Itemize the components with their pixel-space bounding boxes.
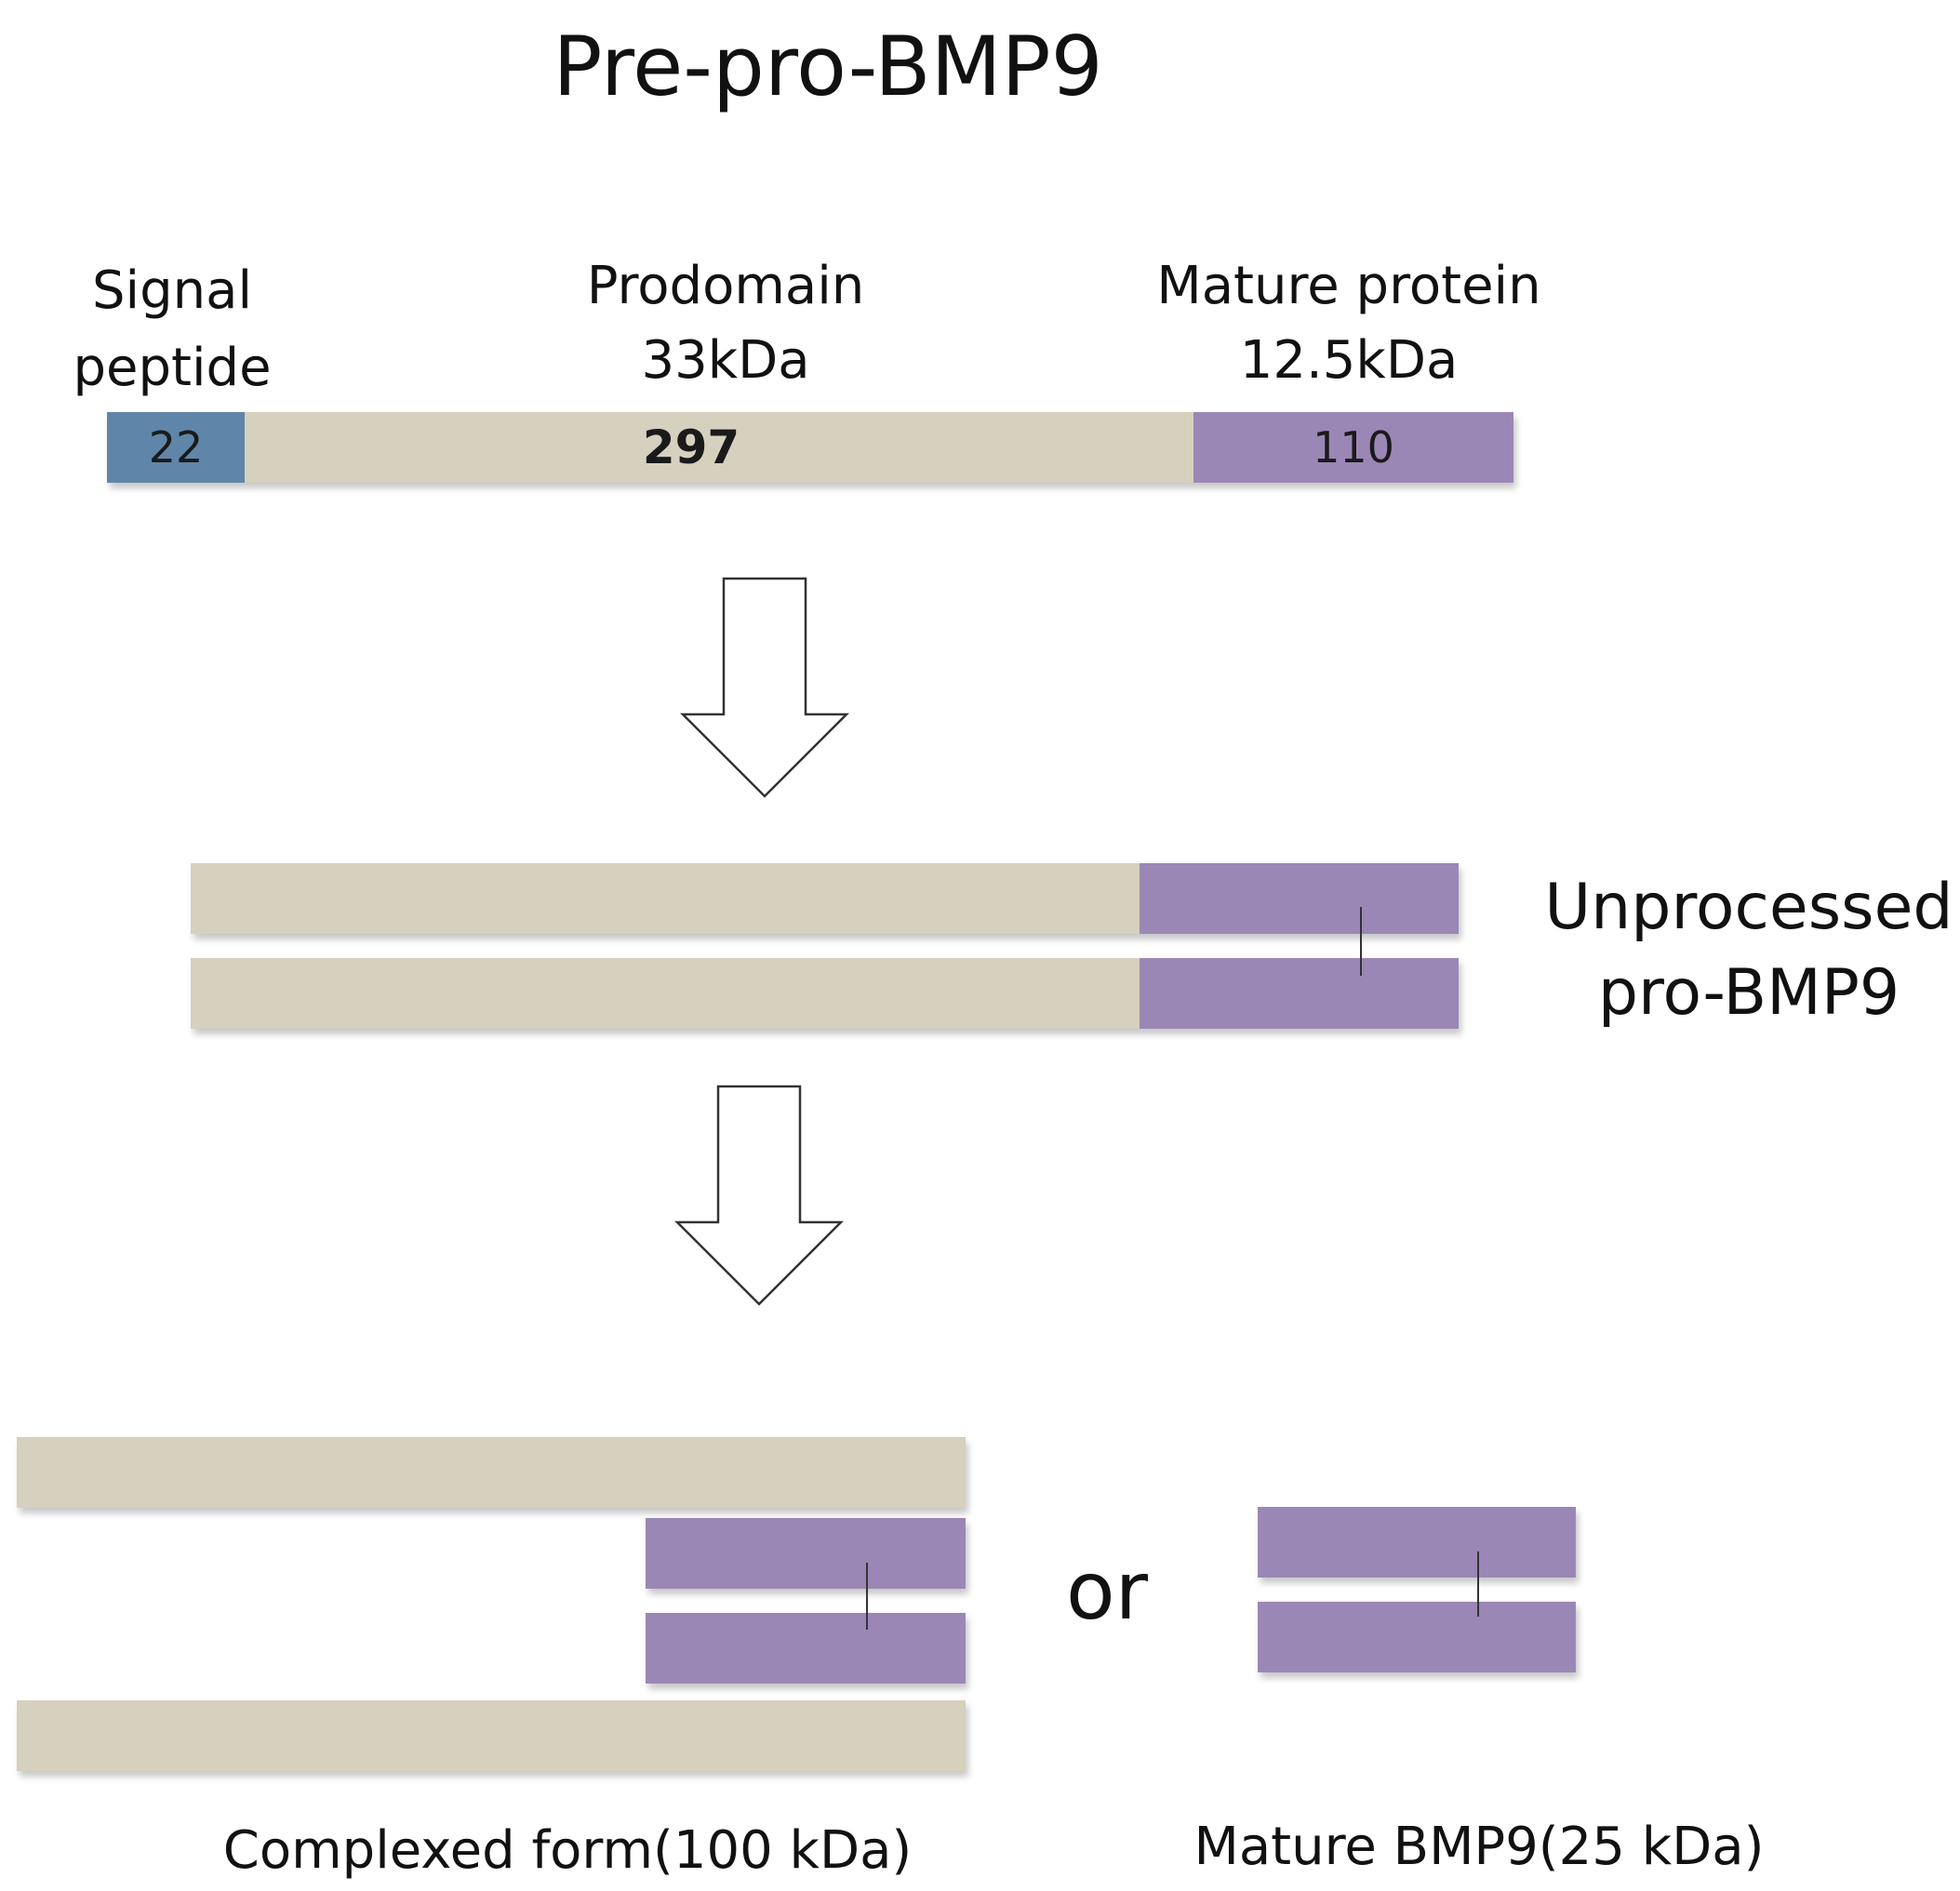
mature-bmp9-disulfide-link [1477,1551,1479,1617]
mature-label-line2: 12.5kDa [1239,329,1459,391]
or-label: or [1066,1545,1148,1638]
unprocessed-label-line1: Unprocessed [1544,871,1953,944]
diagram-title: Pre-pro-BMP9 [553,19,1103,114]
unprocessed-prodomain-2 [191,958,1140,1029]
mature-label-line1: Mature protein [1156,256,1541,316]
prodomain-label-line2: 33kDa [641,329,810,391]
prodomain-label: Prodomain 33kDa [540,249,912,397]
mature-length: 110 [1313,422,1394,473]
down-arrow-2 [673,1085,845,1306]
signal-length: 22 [148,422,204,473]
prodomain-segment: 297 [245,412,1193,483]
mature-protein-label: Mature protein 12.5kDa [1116,249,1581,397]
unprocessed-prodomain-1 [191,863,1140,934]
unprocessed-disulfide-link [1360,907,1362,976]
complexed-prodomain-top [17,1437,966,1508]
complexed-mature-top [646,1518,966,1589]
unprocessed-chain-1 [191,863,1459,934]
signal-peptide-label: Signal peptide [37,253,307,407]
complexed-mature-bottom [646,1613,966,1684]
signal-peptide-segment: 22 [107,412,245,483]
mature-bmp9-chain-1 [1258,1507,1576,1578]
mature-bmp9-chain-2 [1258,1602,1576,1672]
complexed-prodomain-bottom [17,1700,966,1771]
mature-segment: 110 [1193,412,1513,483]
complexed-form-caption: Complexed form(100 kDa) [222,1820,913,1881]
unprocessed-mature-1 [1140,863,1459,934]
unprocessed-label: Unprocessed pro-BMP9 [1535,865,1960,1036]
prodomain-length: 297 [642,420,740,474]
complexed-disulfide-link [866,1563,868,1630]
signal-label-line1: Signal [91,260,253,321]
signal-label-line2: peptide [73,337,272,398]
unprocessed-chain-2 [191,958,1459,1029]
mature-bmp9-caption: Mature BMP9(25 kDa) [1193,1817,1765,1877]
unprocessed-label-line2: pro-BMP9 [1597,955,1900,1030]
prodomain-label-line1: Prodomain [586,256,865,316]
pre-pro-bmp9-bar: 22 297 110 [107,412,1513,483]
unprocessed-mature-2 [1140,958,1459,1029]
down-arrow-1 [679,577,850,798]
